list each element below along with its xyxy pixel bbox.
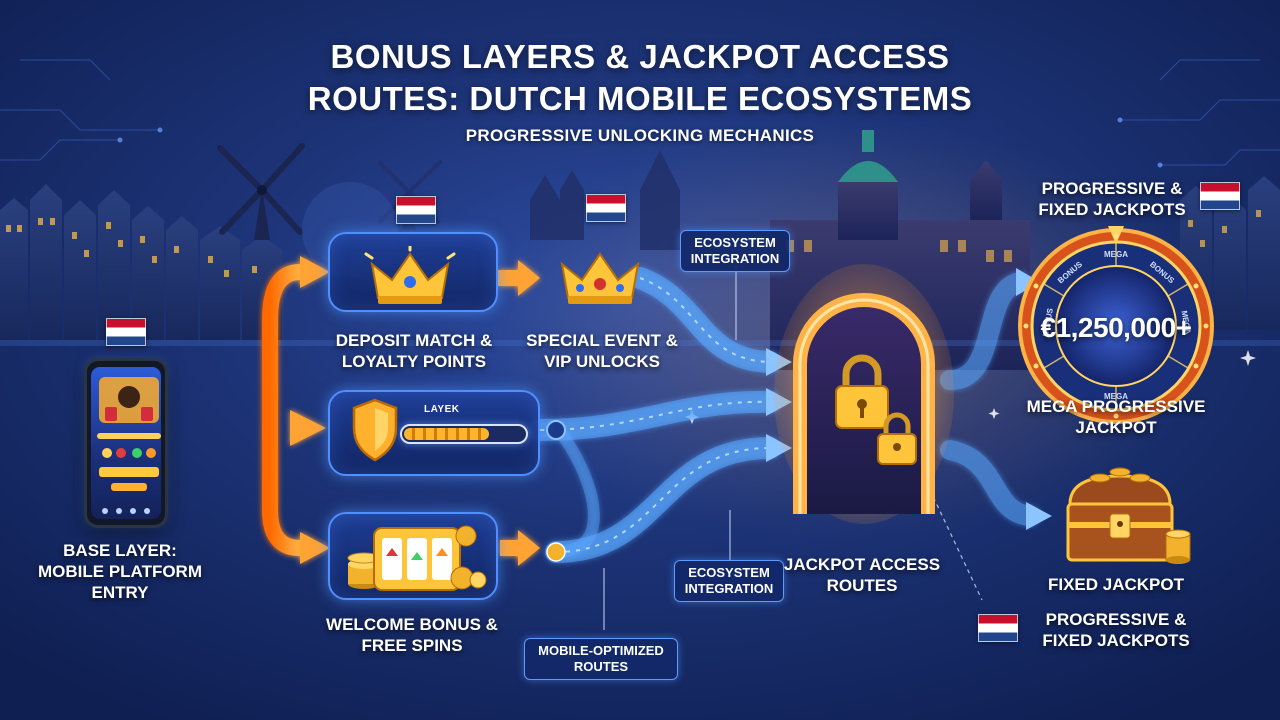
arrow-to-layer-panel [290,410,326,446]
arrow-to-welcome-panel [300,532,330,564]
mega-progressive-jackpot-label: MEGA PROGRESSIVE JACKPOT [1026,397,1206,437]
phone-screen [91,367,161,519]
page-subtitle: PROGRESSIVE UNLOCKING MECHANICS [465,126,815,145]
layer-bar-label: LAYEK [424,404,460,415]
crown-icon [560,252,640,304]
phone-app-mockup [97,377,161,514]
base-layer-label: BASE LAYER: MOBILE PLATFORM ENTRY [38,541,202,602]
coin-stack-icon [347,552,381,589]
dutch-flag-icon [1200,182,1240,210]
arrow-deposit-to-vip [498,260,540,296]
treasure-chest-icon [1066,467,1191,564]
wheel-segment-label: MEGA [1104,250,1128,259]
progressive-fixed-jackpots-label-top: PROGRESSIVE & FIXED JACKPOTS [1038,179,1186,219]
slot-machine-icon [347,525,487,591]
deposit-match-label: DEPOSIT MATCH & LOYALTY POINTS [335,331,493,371]
mega-jackpot-wheel[interactable] [1016,226,1216,426]
ecosystem-integration-tag-top: ECOSYSTEM INTEGRATION [680,230,790,272]
wheel-segment-label: MEGA [1104,392,1128,401]
page-title: BONUS LAYERS & JACKPOT ACCESS ROUTES: DU… [307,38,973,117]
progressive-fixed-jackpots-label-bottom: PROGRESSIVE & FIXED JACKPOTS [1042,610,1190,650]
dutch-flag-icon [978,614,1018,642]
crown-icon [364,246,456,304]
base-layer-orange-arrows [170,264,308,556]
mobile-optimized-routes-tag: MOBILE-OPTIMIZED ROUTES [524,638,678,680]
jackpot-archway [774,264,954,524]
layer-progress-fill [404,428,490,440]
coin-stack-icon [1165,529,1191,564]
smartphone-icon [84,358,168,528]
layer-progress-bar [400,424,528,444]
jackpot-access-routes-label: JACKPOT ACCESS ROUTES [783,555,941,595]
fixed-jackpot-label: FIXED JACKPOT [1047,575,1185,594]
ecosystem-integration-tag-bottom: ECOSYSTEM INTEGRATION [674,560,784,602]
special-event-label: SPECIAL EVENT & VIP UNLOCKS [526,331,678,371]
windmill-icon [217,143,305,240]
dutch-flag-icon [586,194,626,222]
padlock-icon [835,354,889,429]
arrow-welcome-to-routes [500,530,540,566]
welcome-bonus-label: WELCOME BONUS & FREE SPINS [326,615,498,655]
arrow-to-deposit-panel [300,256,330,288]
dutch-flag-icon [106,318,146,346]
dutch-flag-icon [396,196,436,224]
route-node [546,420,566,562]
padlock-icon [877,412,917,465]
shield-icon [352,398,398,462]
mega-jackpot-amount: €1,250,000+ [1040,312,1193,343]
